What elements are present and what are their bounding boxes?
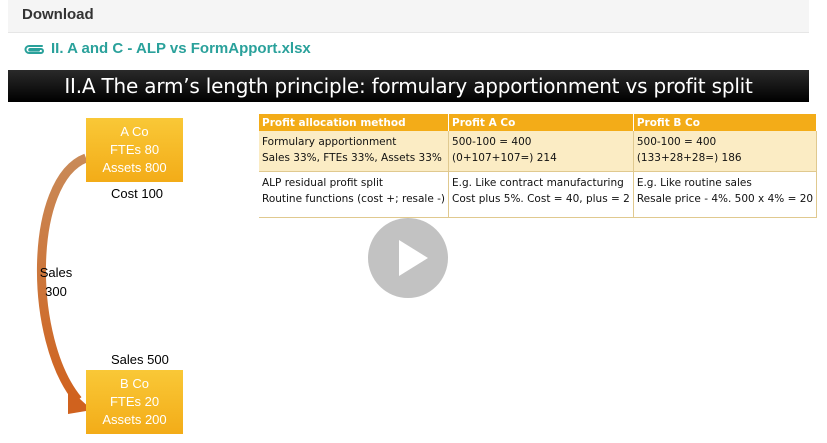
video-slide: II.A The arm’s length principle: formula… bbox=[8, 70, 818, 443]
table-header: Profit allocation method bbox=[259, 114, 450, 131]
cell-text: Resale price - 4%. 500 x 4% = 20 bbox=[636, 192, 814, 205]
sales-amount: 300 bbox=[45, 284, 67, 299]
a-co-assets: Assets 800 bbox=[102, 160, 167, 175]
cell-text: 500-100 = 400 bbox=[636, 136, 717, 148]
cell-text: Formulary apportionment bbox=[262, 136, 397, 148]
file-name: II. A and C - ALP vs FormApport.xlsx bbox=[51, 40, 311, 57]
slide-title: II.A The arm’s length principle: formula… bbox=[64, 74, 753, 98]
cell-text: Cost plus 5%. Cost = 40, plus = 2 bbox=[452, 192, 630, 205]
sales-word: Sales bbox=[39, 265, 73, 280]
table-cell: 500-100 = 400 (133+28+28=) 186 bbox=[633, 131, 818, 172]
cell-text: (133+28+28=) 186 bbox=[636, 152, 742, 164]
cell-text: E.g. Like contract manufacturing bbox=[452, 176, 624, 189]
download-header: Download bbox=[8, 0, 809, 33]
table-row: Formulary apportionment Sales 33%, FTEs … bbox=[259, 131, 818, 172]
table-cell: E.g. Like routine sales Resale price - 4… bbox=[633, 171, 818, 218]
cell-text: Sales 33%, FTEs 33%, Assets 33% bbox=[262, 152, 442, 164]
b-co-assets: Assets 200 bbox=[102, 412, 167, 427]
a-co-ftes: FTEs 80 bbox=[109, 142, 160, 157]
play-icon bbox=[399, 240, 428, 276]
table-row: ALP residual profit split Routine functi… bbox=[259, 171, 818, 218]
profit-allocation-table: Profit allocation method Profit A Co Pro… bbox=[259, 114, 818, 218]
cell-text: Routine functions (cost +; resale -) bbox=[262, 192, 446, 205]
play-button[interactable] bbox=[368, 218, 448, 298]
table-cell: Formulary apportionment Sales 33%, FTEs … bbox=[259, 131, 450, 172]
a-co-name: A Co bbox=[120, 124, 149, 139]
b-co-ftes: FTEs 20 bbox=[109, 394, 160, 409]
a-co-box: A Co FTEs 80 Assets 800 bbox=[86, 118, 183, 182]
sales-500-label: Sales 500 bbox=[111, 352, 169, 367]
cell-text: (0+107+107=) 214 bbox=[452, 152, 557, 164]
sales-300-label: Sales 300 bbox=[34, 263, 78, 301]
paperclip-icon bbox=[24, 44, 44, 54]
b-co-name: B Co bbox=[120, 376, 149, 391]
cost-label: Cost 100 bbox=[111, 186, 164, 201]
b-co-box: B Co FTEs 20 Assets 200 bbox=[86, 370, 183, 434]
download-title: Download bbox=[22, 6, 94, 23]
slide-title-bar: II.A The arm’s length principle: formula… bbox=[8, 70, 809, 102]
cell-text: 500-100 = 400 bbox=[452, 136, 532, 148]
cell-text: E.g. Like routine sales bbox=[636, 176, 752, 189]
cell-text: ALP residual profit split bbox=[262, 176, 383, 189]
table-header: Profit A Co bbox=[448, 114, 634, 131]
file-download-link[interactable]: II. A and C - ALP vs FormApport.xlsx bbox=[22, 40, 311, 57]
table-cell: ALP residual profit split Routine functi… bbox=[259, 171, 450, 218]
table-cell: E.g. Like contract manufacturing Cost pl… bbox=[448, 171, 634, 218]
table-header-row: Profit allocation method Profit A Co Pro… bbox=[259, 114, 818, 131]
file-row: II. A and C - ALP vs FormApport.xlsx bbox=[8, 33, 809, 66]
table-header: Profit B Co bbox=[633, 114, 818, 131]
table-cell: 500-100 = 400 (0+107+107=) 214 bbox=[448, 131, 634, 172]
